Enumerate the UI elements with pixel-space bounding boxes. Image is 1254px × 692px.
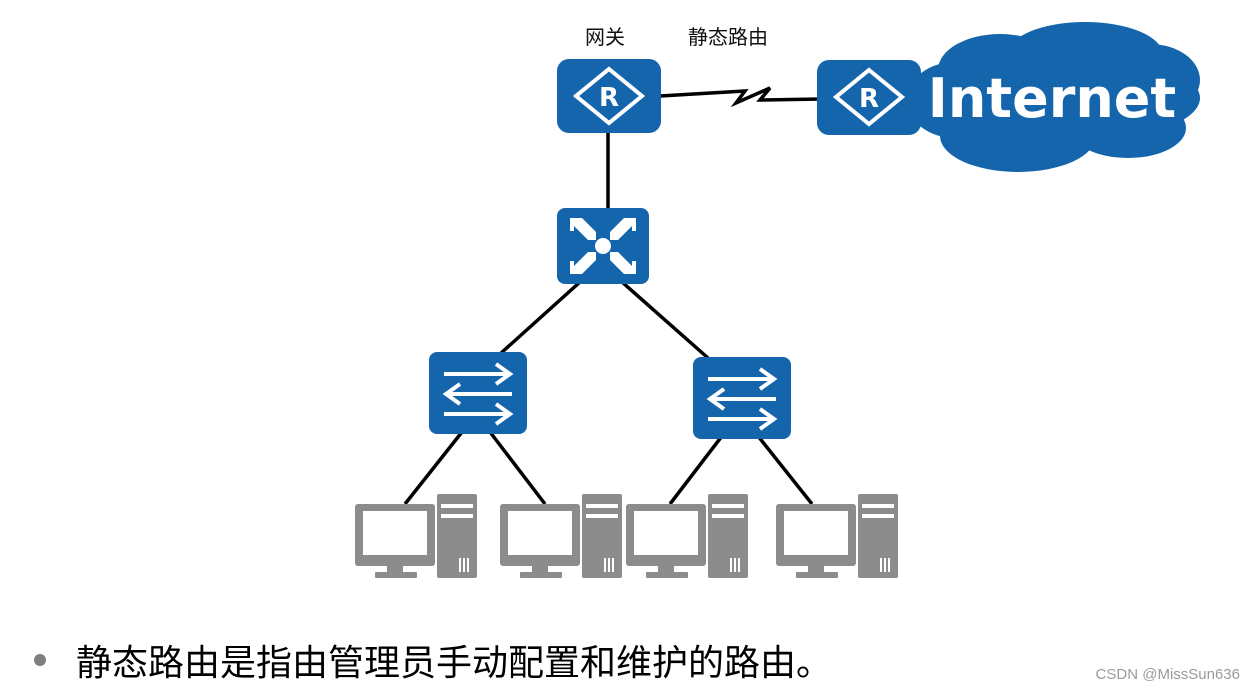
- gateway-router-icon: R: [557, 59, 661, 133]
- svg-text:R: R: [859, 84, 879, 114]
- core-switch-icon: [557, 208, 649, 284]
- pc-icon: [355, 494, 477, 578]
- pc-icon: [626, 494, 748, 578]
- definition-bullet: 静态路由是指由管理员手动配置和维护的路由。: [34, 632, 832, 688]
- internet-text: Internet: [928, 67, 1176, 130]
- static-route-label: 静态路由: [688, 25, 768, 49]
- static-route-link: [659, 86, 823, 108]
- gateway-label: 网关: [585, 25, 625, 49]
- definition-text: 静态路由是指由管理员手动配置和维护的路由。: [76, 643, 833, 684]
- svg-text:R: R: [599, 83, 619, 113]
- bullet-dot-icon: [34, 654, 46, 666]
- isp-router-icon: R: [817, 60, 921, 135]
- link-switch-left-pc2: [488, 430, 547, 506]
- access-switch-left-icon: [429, 352, 527, 434]
- link-core-switch-left: [498, 280, 582, 356]
- links: [403, 86, 823, 506]
- link-switch-right-pc3: [668, 434, 724, 506]
- link-core-switch-right: [620, 280, 710, 360]
- internet-cloud: Internet: [907, 22, 1200, 172]
- pc-icon: [776, 494, 898, 578]
- watermark: CSDN @MissSun636: [1095, 666, 1240, 683]
- access-switch-right-icon: [693, 357, 791, 439]
- link-switch-right-pc4: [756, 434, 814, 506]
- pc-icon: [500, 494, 622, 578]
- link-switch-left-pc1: [403, 430, 464, 506]
